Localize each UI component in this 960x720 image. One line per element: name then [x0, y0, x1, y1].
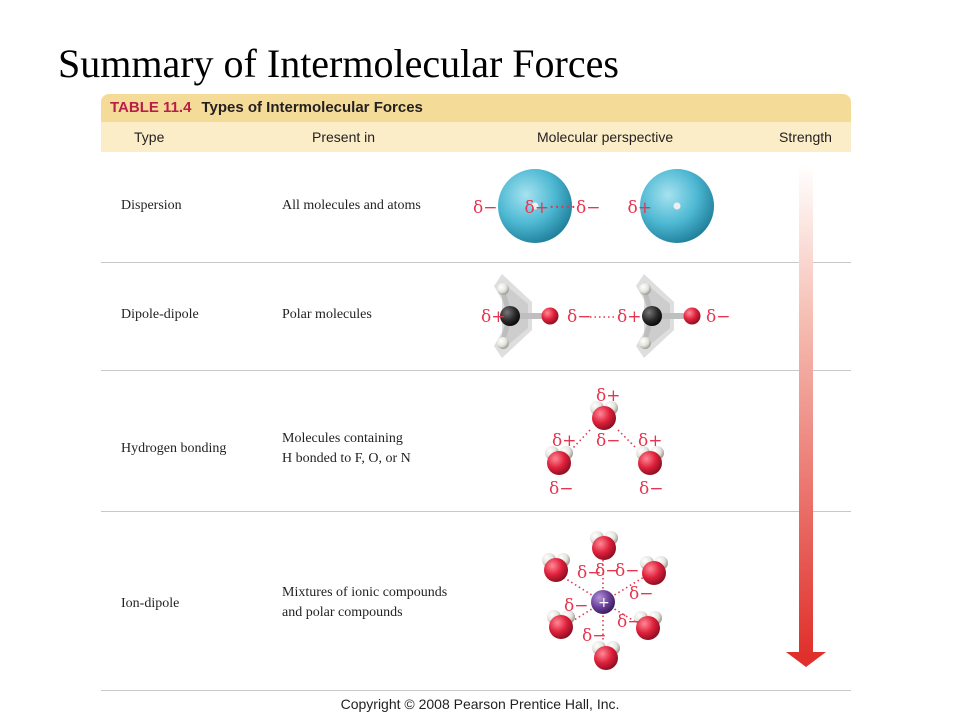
row-type-dispersion: Dispersion	[121, 198, 182, 213]
row-present-in-ion-dipole-line-1: Mixtures of ionic compounds	[282, 585, 448, 600]
charge-label: δ−	[595, 561, 619, 581]
charge-label: δ−	[564, 596, 588, 616]
row-type-ion-dipole: Ion-dipole	[121, 596, 180, 611]
table-header-row: Type Present in Molecular perspective St…	[101, 122, 851, 152]
strength-arrow	[786, 165, 826, 667]
charge-label: δ−	[549, 479, 573, 499]
charge-label: δ−	[582, 626, 606, 646]
table-banner: TABLE 11.4 Types of Intermolecular Forces	[101, 94, 851, 122]
row-present-in-dipole-dipole: Polar molecules	[282, 307, 372, 322]
water-molecule	[542, 553, 570, 582]
table-name: Types of Intermolecular Forces	[201, 99, 423, 116]
row-present-in-dispersion: All molecules and atoms	[282, 198, 421, 213]
charge-label: δ−	[706, 307, 730, 327]
charge-label: δ−	[629, 584, 653, 604]
charge-label: δ−	[639, 479, 663, 499]
row-type-hydrogen-bonding: Hydrogen bonding	[121, 441, 227, 456]
atom-nucleus	[531, 202, 539, 210]
charge-label: δ−	[577, 563, 601, 583]
column-header-strength: Strength	[779, 129, 832, 145]
charge-label: δ−	[596, 431, 620, 451]
charge-label: δ−	[617, 612, 641, 632]
copyright-notice: Copyright © 2008 Pearson Prentice Hall, …	[340, 696, 620, 712]
cation	[591, 590, 615, 614]
charge-label: δ+	[596, 386, 620, 406]
row-present-in-ion-dipole-line-2: and polar compounds	[282, 605, 403, 620]
slide-title: Summary of Intermolecular Forces	[58, 41, 619, 86]
row-type-dipole-dipole: Dipole-dipole	[121, 307, 199, 322]
cation-charge: +	[598, 595, 610, 611]
row-divider	[101, 690, 851, 691]
charge-label: δ+	[617, 307, 641, 327]
dispersion-charge-labels: δ− δ+·····δ− δ+	[473, 198, 652, 218]
row-present-in-hydrogen-bonding-line-1: Molecules containing	[282, 431, 403, 446]
ion-dipole-illustration: + δ− δ− δ− δ− δ− δ− δ−	[542, 531, 668, 670]
row-divider	[101, 370, 851, 371]
charge-label: δ+	[481, 307, 505, 327]
column-header-present-in: Present in	[312, 129, 376, 145]
atom-nucleus	[673, 202, 681, 210]
dispersion-illustration: δ− δ+·····δ− δ+	[473, 169, 714, 243]
polar-molecule	[636, 274, 701, 358]
charge-label: δ+	[638, 431, 662, 451]
water-molecule	[640, 556, 668, 585]
column-header-molecular-perspective: Molecular perspective	[537, 129, 674, 145]
charge-label: δ−	[567, 307, 591, 327]
charge-label: δ−	[615, 561, 639, 581]
row-present-in-hydrogen-bonding-line-2: H bonded to F, O, or N	[282, 451, 411, 466]
dipole-dipole-illustration: δ+ δ− δ+ δ−	[481, 274, 730, 358]
hydrogen-bonding-illustration: δ+ δ− δ+ δ+ δ− δ−	[545, 386, 664, 499]
column-header-type: Type	[134, 129, 165, 145]
water-molecule	[590, 531, 618, 560]
charge-label: δ+	[552, 431, 576, 451]
row-divider	[101, 262, 851, 263]
table-number: TABLE 11.4	[110, 99, 192, 116]
row-divider	[101, 511, 851, 512]
